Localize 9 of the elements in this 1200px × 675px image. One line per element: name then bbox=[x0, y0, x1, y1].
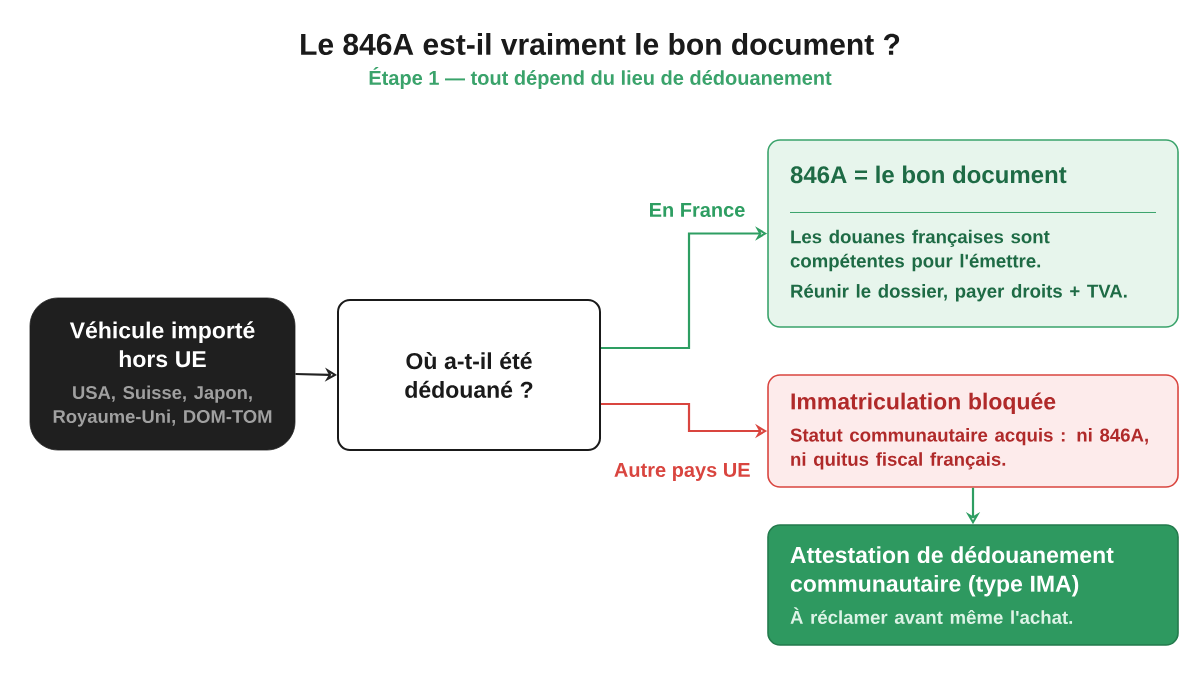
title: Le 846A est-il vraiment le bon document ? bbox=[301, 33, 900, 55]
result-box: 846A = le bon document Les douanes françaises sont compétentes pour l'émettre. Réunir le dossier, payer droits + TVA. bbox=[767, 139, 1179, 328]
result-box: Attestation de dédouanement communautaire (type IMA) À réclamer avant même l'achat. bbox=[767, 524, 1179, 646]
question-box: Où a-t-il été dédouané ? bbox=[337, 299, 601, 451]
subtitle: Étape 1 — tout dépend du lieu de dédouanement bbox=[369, 67, 832, 89]
warning-box: Immatriculation bloquée Statut communautaire acquis : ni 846A, ni quitus fiscal français. bbox=[767, 374, 1179, 488]
start-box: Véhicule importé hors UE USA, Suisse, Japon, Royaume-Uni, DOM-TOM bbox=[29, 297, 296, 451]
edge-label: En France bbox=[644, 199, 750, 221]
edge-label: Autre pays UE bbox=[609, 459, 755, 485]
